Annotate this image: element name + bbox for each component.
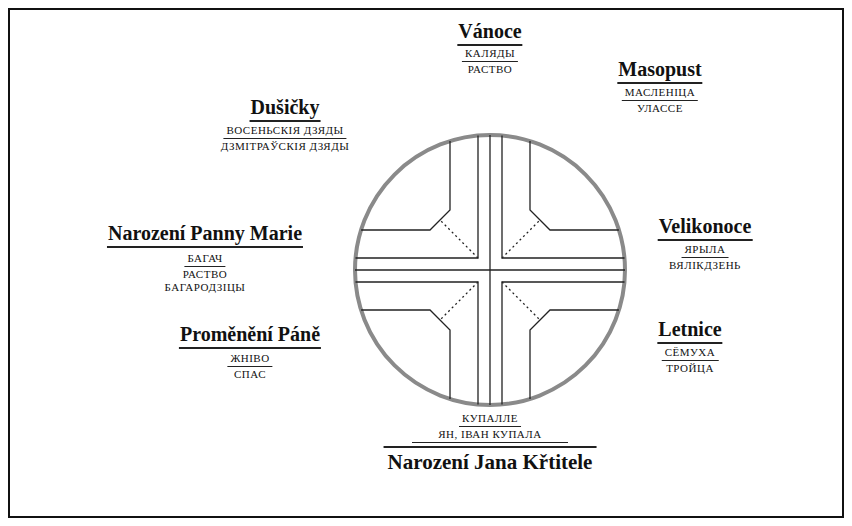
church-name: РАСТВО — [465, 63, 515, 76]
folk-name: МАСЛЕНІЦА — [622, 86, 698, 101]
year-circle — [355, 135, 625, 405]
church-name: СПАС — [231, 368, 269, 381]
ornament-line — [502, 282, 625, 405]
church-name: ДЗМІТРАЎСКІЯ ДЗЯДЫ — [218, 140, 353, 153]
ornament-line — [530, 141, 619, 230]
ornament-line — [502, 136, 625, 259]
church-name: ТРОЙЦА — [663, 362, 717, 375]
church-name: ЯН, ІВАН КУПАЛА — [412, 428, 568, 443]
folk-name: СЁМУХА — [662, 346, 719, 361]
folk-name: БАГАЧ — [184, 252, 225, 267]
church-name: УЛАССЕ — [634, 102, 686, 115]
feast-name: Proměnění Páně — [179, 323, 321, 349]
ornament-line — [530, 310, 619, 399]
ornament-line — [361, 141, 450, 230]
dotted-line — [440, 220, 478, 258]
feast-name: Vánoce — [457, 20, 522, 46]
folk-name: ЯРЫЛА — [682, 243, 729, 258]
feast-name: Letnice — [657, 318, 722, 344]
folk-name: КАЛЯДЫ — [462, 47, 518, 62]
church-name: ВЯЛІКДЗЕНЬ — [666, 259, 744, 272]
frame — [9, 9, 843, 517]
dotted-line — [502, 282, 540, 320]
feast-name: Narození Jana Křtitele — [384, 446, 597, 474]
dotted-diagonals — [440, 220, 540, 320]
ornament-line — [356, 136, 479, 259]
feast-name: Dušičky — [250, 96, 321, 122]
dotted-line — [502, 220, 540, 258]
folk-name: ВОСЕНЬСКІЯ ДЗЯДЫ — [223, 124, 346, 139]
dotted-line — [440, 282, 478, 320]
folk-name: КУПАЛЛЕ — [459, 412, 521, 427]
feast-name: Narození Panny Marie — [107, 222, 303, 248]
star-ornament — [355, 135, 625, 405]
folk-name: ЖНІВО — [227, 352, 272, 367]
axis-line — [355, 269, 625, 270]
church-name: РАСТВО БАГАРОДЗІЦЫ — [154, 268, 256, 293]
ornament-line — [361, 310, 450, 399]
ornament-line — [356, 282, 479, 405]
feast-name: Masopust — [617, 58, 702, 84]
feast-name: Velikonoce — [658, 215, 753, 241]
